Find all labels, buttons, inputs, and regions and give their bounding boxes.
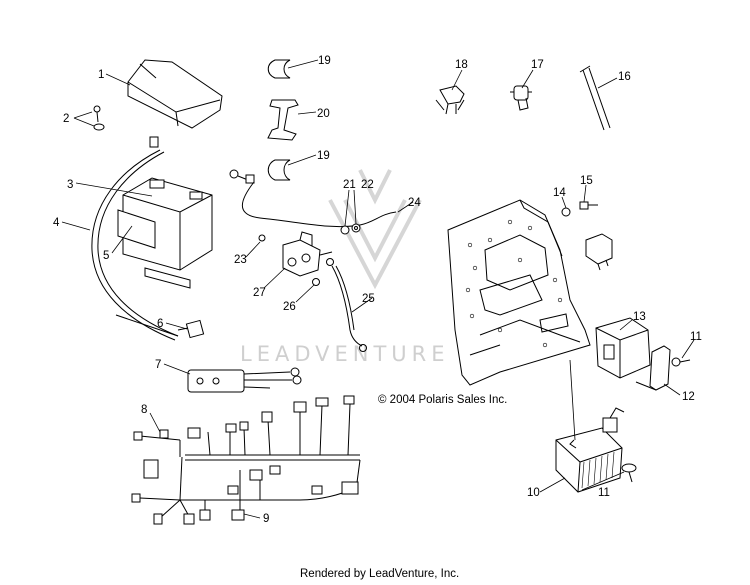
- screw-washer-part: [93, 105, 105, 131]
- bolt-part-15: [579, 201, 598, 210]
- nut-part-26: [312, 278, 320, 286]
- terminal-part: [149, 136, 159, 148]
- callout-6: 6: [157, 318, 163, 330]
- wiring-harness-part: [131, 395, 361, 525]
- callout-10: 10: [527, 487, 540, 499]
- callout-5: 5: [103, 250, 109, 262]
- callout-21: 21: [343, 179, 356, 191]
- callout-7: 7: [155, 359, 161, 371]
- clip-part-upper: [267, 59, 291, 79]
- callout-11-lower: 11: [598, 487, 610, 499]
- bolt-part-11-lower: [621, 463, 637, 483]
- nut-part-22: [351, 223, 361, 233]
- ground-strap-part: [187, 367, 302, 393]
- callout-2: 2: [63, 113, 69, 125]
- footer-credit: Rendered by LeadVenture, Inc.: [300, 568, 460, 580]
- bracket-part: [267, 99, 299, 141]
- callout-15: 15: [580, 175, 593, 187]
- callout-18: 18: [455, 59, 468, 71]
- callout-12: 12: [682, 391, 695, 403]
- mount-bracket-part: [635, 345, 671, 391]
- callout-9: 9: [263, 513, 269, 525]
- control-module-part: [595, 317, 651, 379]
- callout-20: 20: [317, 108, 330, 120]
- relay-part: [585, 233, 613, 271]
- clip-part-lower: [267, 159, 291, 181]
- callout-19-upper: 19: [318, 55, 331, 67]
- callout-13: 13: [633, 311, 646, 323]
- callout-26: 26: [283, 301, 296, 313]
- battery-part: [117, 177, 213, 289]
- callout-1: 1: [98, 69, 104, 81]
- callout-23: 23: [234, 254, 247, 266]
- watermark-text: LEADVENTURE: [240, 342, 450, 366]
- callout-19-lower: 19: [317, 150, 330, 162]
- callout-27: 27: [253, 287, 266, 299]
- mounting-panel-part: [447, 199, 591, 386]
- callout-11-upper: 11: [690, 331, 702, 343]
- rod-part: [579, 65, 611, 131]
- callout-17: 17: [531, 59, 544, 71]
- callout-8: 8: [141, 404, 147, 416]
- battery-cable-part: [91, 149, 179, 341]
- bolt-part-11-upper: [671, 357, 691, 367]
- screw-part-23: [258, 234, 266, 242]
- solenoid-part: [282, 231, 333, 277]
- cable-part-25: [326, 258, 367, 352]
- wire-lead-part: [229, 169, 397, 228]
- leader-lines: [61, 59, 695, 519]
- fastener-part: [177, 319, 205, 339]
- callout-4: 4: [53, 217, 60, 229]
- callout-25: 25: [362, 293, 375, 305]
- callout-22: 22: [361, 179, 374, 191]
- nut-part-14: [561, 207, 571, 217]
- regulator-part: [555, 407, 625, 493]
- connector-part-18: [435, 85, 465, 115]
- callout-24: 24: [408, 197, 421, 209]
- callout-3: 3: [67, 179, 73, 191]
- connector-part-17: [510, 85, 532, 111]
- battery-cover-part: [127, 59, 223, 129]
- callout-16: 16: [618, 71, 631, 83]
- callout-14: 14: [553, 187, 566, 199]
- callout-labels: 1 2 3 4 5 6 7 8 9 10 11 11 12 13 14 15 1…: [53, 55, 702, 525]
- copyright-notice: © 2004 Polaris Sales Inc.: [378, 394, 508, 406]
- nut-part-21: [340, 225, 350, 235]
